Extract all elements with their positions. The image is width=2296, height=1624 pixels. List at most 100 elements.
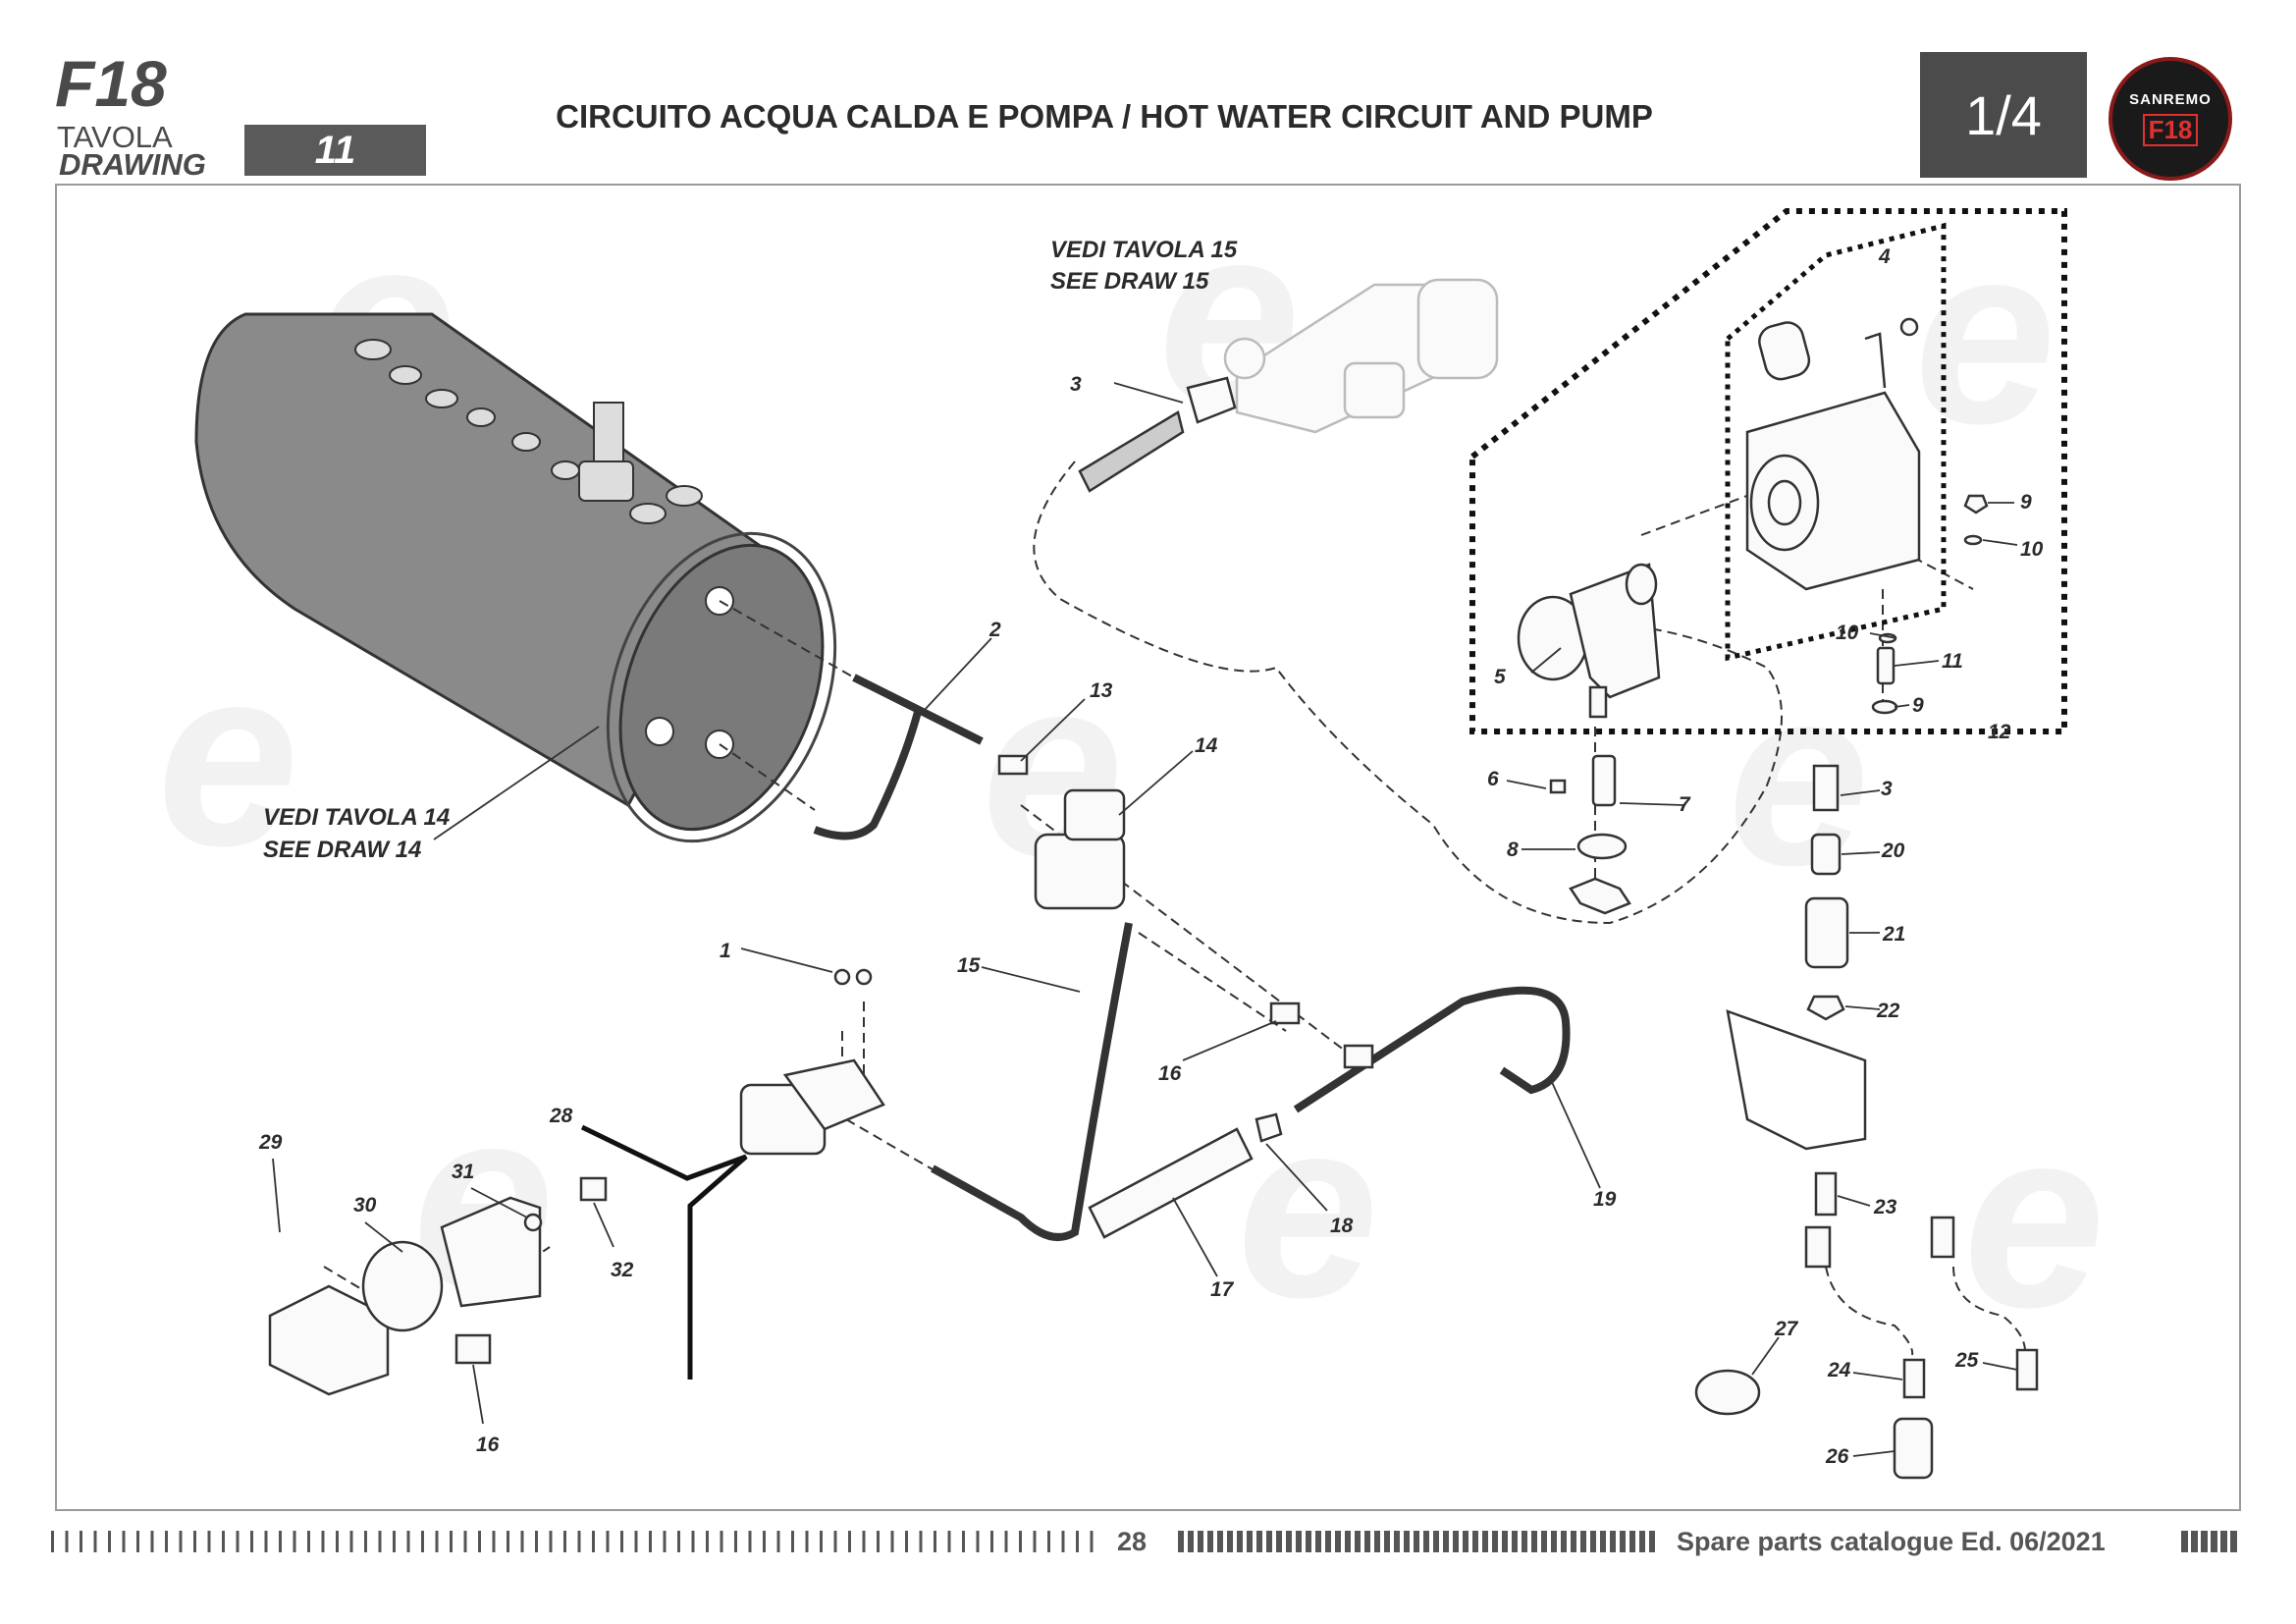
boiler-group: [194, 312, 837, 843]
callout-11: 11: [1942, 650, 1963, 673]
footer-bar: [108, 1531, 111, 1552]
callout-12: 12: [1988, 721, 2011, 743]
footer-bars-left: [51, 1531, 1094, 1552]
reference-drawing-14-it: VEDI TAVOLA 14: [263, 804, 450, 831]
callout-32: 32: [611, 1259, 634, 1281]
valve-block-fitting: [1343, 361, 1406, 419]
footer-bar: [947, 1531, 951, 1552]
footer-bar: [293, 1531, 296, 1552]
footer-bar: [691, 1531, 695, 1552]
solenoid-14-body: [1063, 788, 1126, 841]
callout-21: 21: [1882, 923, 1905, 946]
footer-bar: [1561, 1531, 1567, 1552]
fitting-21: [1804, 896, 1849, 969]
footer-bars-middle: [1178, 1531, 1655, 1552]
pipe-2: [813, 674, 984, 840]
leader-line: [1550, 1079, 1601, 1189]
frame-bracket: [1726, 1009, 1867, 1151]
leader-line: [922, 637, 992, 713]
footer-bar: [1266, 1531, 1272, 1552]
watermark-mark: e: [1728, 634, 1870, 919]
guide-line: [1898, 549, 1974, 590]
leader-line: [1265, 1143, 1328, 1212]
valve-block-coil: [1416, 278, 1499, 380]
pump-head: [1517, 563, 1661, 719]
callout-3-right: 3: [1881, 778, 1893, 800]
watermark-mark: e: [1963, 1076, 2106, 1361]
brand-logo: SANREMO F18: [2109, 57, 2232, 181]
leader-line: [1837, 1195, 1871, 1207]
leader-line: [1530, 647, 1562, 674]
footer-bar: [1296, 1531, 1302, 1552]
footer-bar: [1551, 1531, 1557, 1552]
logo-brand-text: SANREMO: [2129, 91, 2212, 109]
fitting-16: [1269, 1001, 1301, 1025]
footer-bar: [620, 1531, 623, 1552]
leader-line: [1841, 851, 1881, 855]
part-6-screw: [1549, 779, 1567, 794]
pipe-19: [1293, 986, 1571, 1113]
leader-line: [1982, 539, 2018, 546]
fitting-16: [1343, 1044, 1374, 1069]
leader-lines: [272, 382, 2018, 1457]
footer-bar: [478, 1531, 481, 1552]
solenoid-30-body: [361, 1240, 444, 1332]
footer-bar: [250, 1531, 253, 1552]
part-8-foot: [1569, 877, 1631, 915]
callout-14: 14: [1195, 734, 1218, 757]
footer-bar: [1019, 1531, 1022, 1552]
footer-bar: [919, 1531, 923, 1552]
footer-bar: [1178, 1531, 1184, 1552]
boiler-fitting: [511, 432, 541, 452]
callout-7: 7: [1679, 793, 1691, 816]
footer-bar: [1335, 1531, 1341, 1552]
footer-bar: [122, 1531, 126, 1552]
solenoid-30: [268, 1176, 608, 1396]
valve-block-drawing-15: [1223, 278, 1499, 434]
callout-18: 18: [1330, 1215, 1354, 1237]
callout-2: 2: [988, 619, 1001, 641]
boiler-fitting: [389, 365, 422, 385]
footer-bar: [1207, 1531, 1213, 1552]
boiler-fitting: [354, 339, 392, 360]
footer-bar: [1256, 1531, 1262, 1552]
footer-bar: [791, 1531, 794, 1552]
screw-1: [855, 968, 873, 986]
footer-bar: [136, 1531, 139, 1552]
footer-page-number: 28: [1117, 1527, 1148, 1556]
footer-bar-pattern: [1178, 1531, 1655, 1552]
callout-20: 20: [1881, 839, 1905, 862]
footer-bar: [1047, 1531, 1050, 1552]
reference-drawing-15-it: VEDI TAVOLA 15: [1050, 237, 1238, 263]
boiler-fittings: [354, 339, 703, 524]
footer-bar: [1345, 1531, 1351, 1552]
callout-26: 26: [1825, 1445, 1849, 1468]
footer-bar: [663, 1531, 667, 1552]
leader-line: [472, 1364, 484, 1425]
leader-line: [1619, 802, 1684, 806]
footer-bar: [406, 1531, 410, 1552]
leader-line: [272, 1158, 281, 1233]
callout-4: 4: [1878, 245, 1891, 268]
footer-bar: [264, 1531, 268, 1552]
callout-13: 13: [1090, 679, 1113, 702]
footer-bar: [1276, 1531, 1282, 1552]
footer-bar: [763, 1531, 766, 1552]
footer-bar: [1453, 1531, 1459, 1552]
leader-line: [1894, 704, 1910, 708]
footer-bar: [905, 1531, 908, 1552]
boiler-end-cap: [618, 543, 825, 832]
watermark-mark: e: [1237, 1066, 1379, 1351]
footer-bar: [1414, 1531, 1419, 1552]
pump-motor: [1745, 317, 1921, 591]
footer-bar: [677, 1531, 680, 1552]
footer-bar: [990, 1531, 993, 1552]
page-indicator: 1/4: [1920, 52, 2087, 178]
footer-bar: [1033, 1531, 1037, 1552]
footer-bar: [848, 1531, 851, 1552]
footer-bar: [1217, 1531, 1223, 1552]
footer-bar: [1639, 1531, 1645, 1552]
footer-bar: [833, 1531, 837, 1552]
footer-bar: [364, 1531, 367, 1552]
solenoid-14: [997, 754, 1126, 910]
